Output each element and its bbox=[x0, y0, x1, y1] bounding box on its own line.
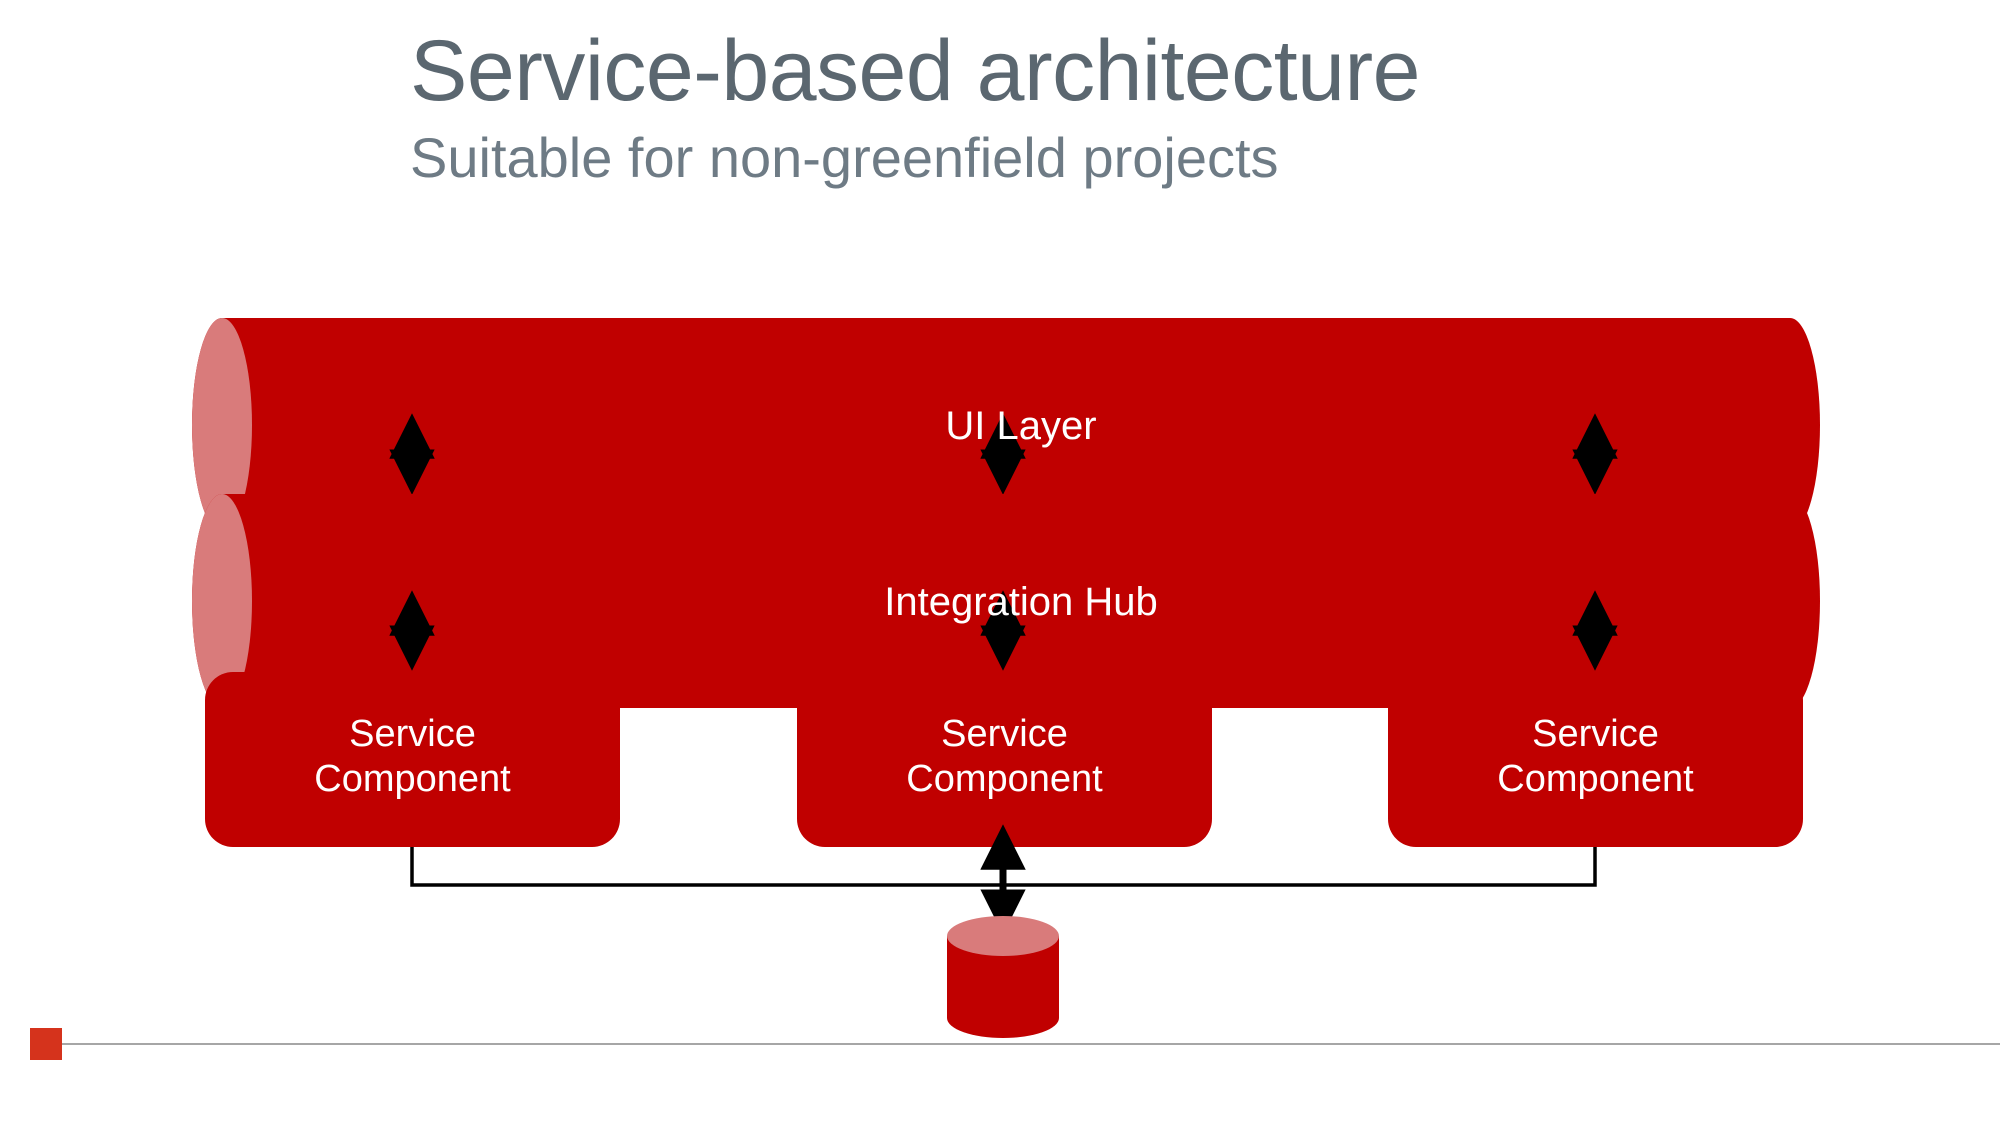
service-component-box-2[interactable] bbox=[797, 672, 1212, 847]
footer-accent-square bbox=[30, 1028, 62, 1060]
page-subtitle: Suitable for non-greenfield projects bbox=[410, 126, 1279, 189]
integration-hub-left-cap bbox=[192, 494, 252, 708]
page-title: Service-based architecture bbox=[410, 23, 1420, 119]
service-component-box-3[interactable] bbox=[1388, 672, 1803, 847]
shared-database-shape[interactable] bbox=[947, 916, 1059, 1038]
service-component-box-1[interactable] bbox=[205, 672, 620, 847]
title-block: Service-based architecture Suitable for … bbox=[410, 28, 1710, 186]
footer-divider bbox=[62, 1043, 2000, 1045]
database-top-ellipse bbox=[947, 916, 1059, 956]
ui-layer-left-cap bbox=[192, 318, 252, 532]
database-body bbox=[947, 936, 1059, 1038]
